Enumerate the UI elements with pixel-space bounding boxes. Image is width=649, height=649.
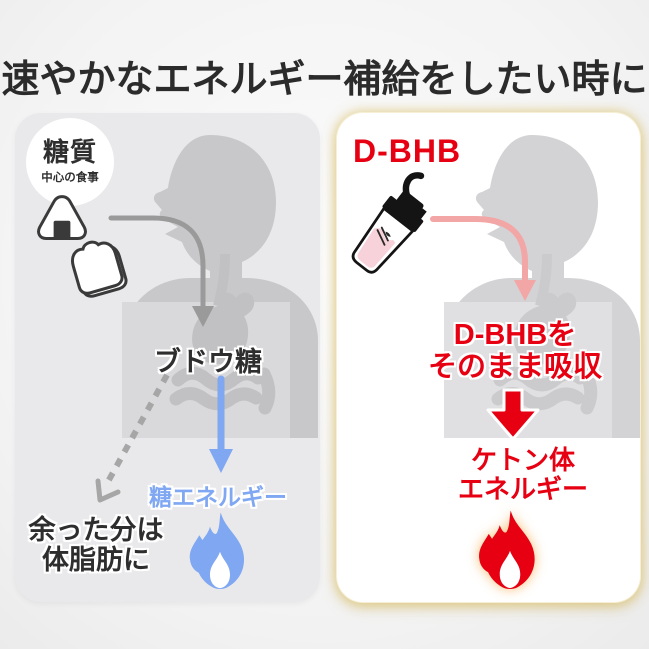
- red-flame-icon: [479, 510, 535, 589]
- ketone-note-line2: エネルギー: [457, 474, 588, 504]
- bread-icon: [71, 240, 128, 298]
- onigiri-icon: [37, 195, 87, 240]
- dbhb-panel: D-BHB D-BHBを そのまま吸収 ケトン体 エネルギー: [337, 113, 640, 602]
- ketone-thick-arrow: [486, 388, 540, 441]
- glucose-label: ブドウ糖: [154, 347, 262, 377]
- carb-badge-subtitle: 中心の食事: [41, 172, 99, 184]
- absorb-note: D-BHBを そのまま吸収: [395, 319, 635, 383]
- ketone-note-line1: ケトン体: [470, 445, 575, 475]
- swallow-arrow-pink: [430, 216, 536, 301]
- shaker-bottle-art: [351, 172, 427, 274]
- fat-note: 余った分は 体脂肪に: [15, 515, 177, 575]
- sugar-energy-label: 糖エネルギー: [149, 484, 287, 510]
- page-title: 速やかなエネルギー補給をしたい時に: [1, 59, 648, 101]
- ketone-note: ケトン体 エネルギー: [403, 446, 640, 504]
- excess-dashed-arrow: [95, 373, 170, 503]
- shaker-bottle-icon: [341, 165, 451, 287]
- swallow-arrow-gray: [108, 215, 214, 327]
- sugar-energy-arrow: [209, 375, 233, 473]
- carb-badge: 糖質 中心の食事: [26, 118, 114, 206]
- blue-flame-icon: [189, 512, 245, 590]
- fat-note-line2: 体脂肪に: [42, 545, 150, 575]
- fat-note-line1: 余った分は: [28, 515, 164, 545]
- carb-panel: 糖質 中心の食事 ブドウ糖 糖エネルギー 余った分は 体脂肪に: [15, 113, 320, 602]
- dbhb-product-label: D-BHB: [353, 133, 462, 169]
- carb-badge-title: 糖質: [42, 137, 97, 167]
- absorb-note-line1: D-BHBを: [453, 319, 577, 351]
- absorb-note-line2: そのまま吸収: [427, 351, 602, 383]
